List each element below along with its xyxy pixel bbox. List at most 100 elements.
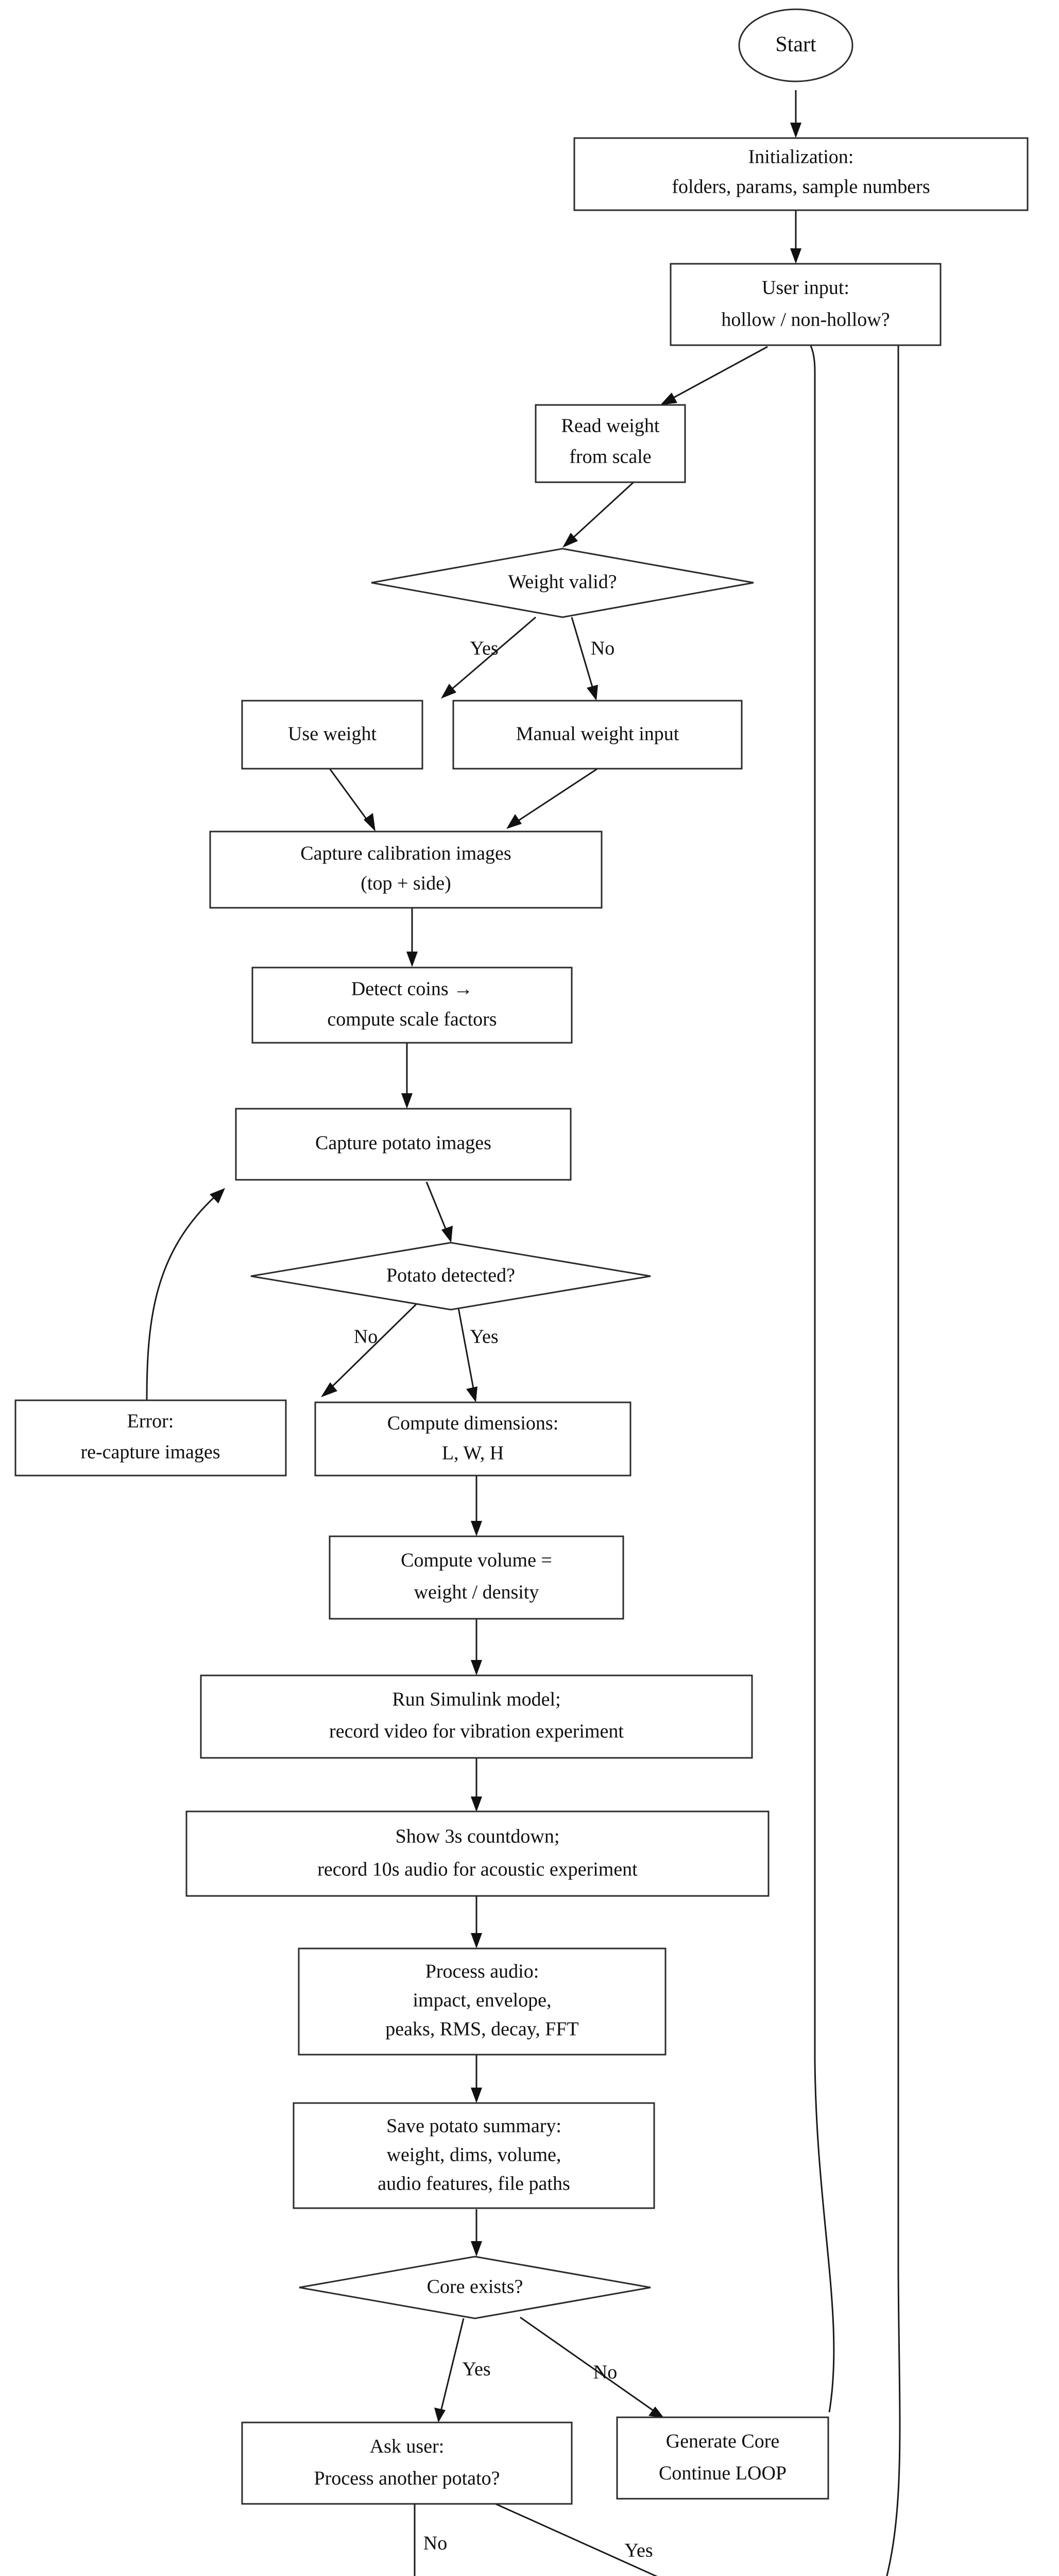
edge-layer: Yes No No Yes (146, 90, 901, 2576)
process-audio-rect[interactable] (298, 1947, 667, 2056)
initialization-line2: folders, params, sample numbers (672, 176, 930, 198)
arrowhead-coreexists-generatecore (648, 2406, 664, 2418)
ask-user-line1: Ask user: (370, 2436, 445, 2458)
edge-coreexists-generatecore (520, 2316, 655, 2412)
user-input-rect[interactable] (670, 263, 942, 346)
capture-calibration-line2: (top + side) (361, 873, 451, 894)
run-simulink-rect[interactable] (200, 1674, 753, 1759)
edge-label-ask-user-yes: Yes (624, 2540, 653, 2562)
weight-valid-label: Weight valid? (508, 571, 617, 593)
node-potato-detected[interactable]: Potato detected? (250, 1242, 651, 1311)
potato-detected-label: Potato detected? (386, 1265, 515, 1286)
use-weight-label: Use weight (288, 723, 377, 745)
generate-core-rect[interactable] (616, 2416, 829, 2500)
node-start[interactable]: Start (738, 8, 853, 82)
compute-dimensions-rect[interactable] (314, 1401, 631, 1477)
edge-useweight-calib (329, 768, 370, 823)
countdown-line2: record 10s audio for acoustic experiment (317, 1859, 638, 1880)
arrowhead-useweight-calib (364, 813, 375, 832)
capture-potato-label: Capture potato images (315, 1132, 491, 1154)
arrowhead-error-capturepotato (210, 1188, 225, 1204)
edge-askuser-increment (495, 2503, 658, 2576)
initialization-rect[interactable] (573, 137, 1029, 211)
ask-user-rect[interactable] (241, 2421, 573, 2505)
node-detect-coins[interactable]: Detect coins → compute scale factors (251, 967, 573, 1044)
read-weight-line2: from scale (569, 446, 651, 468)
save-summary-line3: audio features, file paths (378, 2173, 570, 2195)
edge-error-capturepotato (146, 1194, 217, 1401)
detect-coins-rect[interactable] (251, 967, 573, 1044)
arrowhead-processaudio-savesummary (471, 2088, 482, 2103)
detect-coins-line2: compute scale factors (327, 1009, 497, 1030)
run-simulink-line1: Run Simulink model; (392, 1689, 560, 1710)
read-weight-rect[interactable] (535, 404, 686, 483)
node-core-exists[interactable]: Core exists? (299, 2256, 651, 2319)
save-summary-line1: Save potato summary: (386, 2115, 561, 2137)
core-exists-diamond[interactable] (299, 2256, 651, 2319)
start-ellipse[interactable] (738, 8, 853, 82)
node-ask-user[interactable]: Ask user: Process another potato? (241, 2421, 573, 2505)
arrowhead-coreexists-askuser (434, 2408, 446, 2422)
node-countdown[interactable]: Show 3s countdown; record 10s audio for … (185, 1810, 770, 1897)
node-weight-valid[interactable]: Weight valid? (371, 548, 754, 618)
node-manual-weight[interactable]: Manual weight input (452, 700, 743, 770)
arrowhead-potatodetected-computedims (466, 1386, 477, 1402)
edge-label-ask-user-no: No (423, 2533, 447, 2554)
edge-userinput-readweight (669, 346, 768, 401)
capture-calibration-line1: Capture calibration images (300, 843, 511, 865)
edge-coreexists-askuser (440, 2318, 465, 2412)
node-compute-dimensions[interactable]: Compute dimensions: L, W, H (314, 1401, 631, 1477)
node-capture-potato[interactable]: Capture potato images (235, 1108, 572, 1181)
node-run-simulink[interactable]: Run Simulink model; record video for vib… (200, 1674, 753, 1759)
edge-increment-userinput (829, 315, 901, 2576)
node-compute-volume[interactable]: Compute volume = weight / density (329, 1535, 624, 1620)
node-user-input[interactable]: User input: hollow / non-hollow? (670, 263, 942, 346)
arrowhead-countdown-processaudio (471, 1933, 482, 1948)
read-weight-line1: Read weight (561, 415, 659, 437)
save-summary-line2: weight, dims, volume, (387, 2144, 561, 2166)
edge-label-core-exists-yes: Yes (462, 2359, 490, 2380)
capture-potato-rect[interactable] (235, 1108, 572, 1181)
compute-volume-rect[interactable] (329, 1535, 624, 1620)
save-summary-rect[interactable] (293, 2102, 655, 2209)
capture-calibration-rect[interactable] (209, 831, 603, 909)
user-input-line2: hollow / non-hollow? (721, 309, 890, 331)
arrowhead-userinput-readweight (660, 393, 677, 405)
user-input-line1: User input: (762, 277, 849, 299)
manual-weight-rect[interactable] (452, 700, 743, 770)
error-recapture-line2: re-capture images (80, 1442, 220, 1463)
node-capture-calibration[interactable]: Capture calibration images (top + side) (209, 831, 603, 909)
arrowhead-potatodetected-error (321, 1382, 337, 1397)
initialization-line1: Initialization: (748, 146, 854, 168)
countdown-line1: Show 3s countdown; (396, 1826, 560, 1848)
manual-weight-label: Manual weight input (516, 723, 679, 745)
edge-label-weight-valid-no: No (591, 638, 614, 659)
node-process-audio[interactable]: Process audio: impact, envelope, peaks, … (298, 1947, 667, 2056)
run-simulink-line2: record video for vibration experiment (329, 1721, 624, 1742)
node-use-weight[interactable]: Use weight (241, 700, 423, 770)
node-error-recapture[interactable]: Error: re-capture images (14, 1399, 287, 1477)
weight-valid-diamond[interactable] (371, 548, 754, 618)
core-exists-label: Core exists? (427, 2276, 523, 2298)
error-recapture-rect[interactable] (14, 1399, 287, 1477)
arrowhead-init-userinput (790, 248, 801, 264)
arrowhead-weightvalid-manual (587, 685, 598, 701)
edge-generatecore-userinput (793, 329, 835, 2413)
node-save-summary[interactable]: Save potato summary: weight, dims, volum… (293, 2102, 655, 2209)
edge-label-potato-detected-yes: Yes (470, 1326, 498, 1348)
arrowhead-readweight-weightvalid (562, 533, 578, 548)
edge-manual-calib (515, 768, 598, 824)
node-read-weight[interactable]: Read weight from scale (535, 404, 686, 483)
generate-core-line1: Generate Core (666, 2431, 780, 2452)
node-generate-core[interactable]: Generate Core Continue LOOP (616, 2416, 829, 2500)
potato-detected-diamond[interactable] (250, 1242, 651, 1311)
edge-label-core-exists-no: No (593, 2362, 617, 2383)
node-initialization[interactable]: Initialization: folders, params, sample … (573, 137, 1029, 211)
arrowhead-computevolume-simulink (471, 1660, 482, 1675)
compute-dimensions-line2: L, W, H (442, 1443, 504, 1464)
use-weight-rect[interactable] (241, 700, 423, 770)
countdown-rect[interactable] (185, 1810, 770, 1897)
start-label: Start (775, 33, 816, 57)
edge-potatodetected-computedims (455, 1294, 475, 1392)
arrowhead-calib-detectcoins (406, 952, 418, 967)
